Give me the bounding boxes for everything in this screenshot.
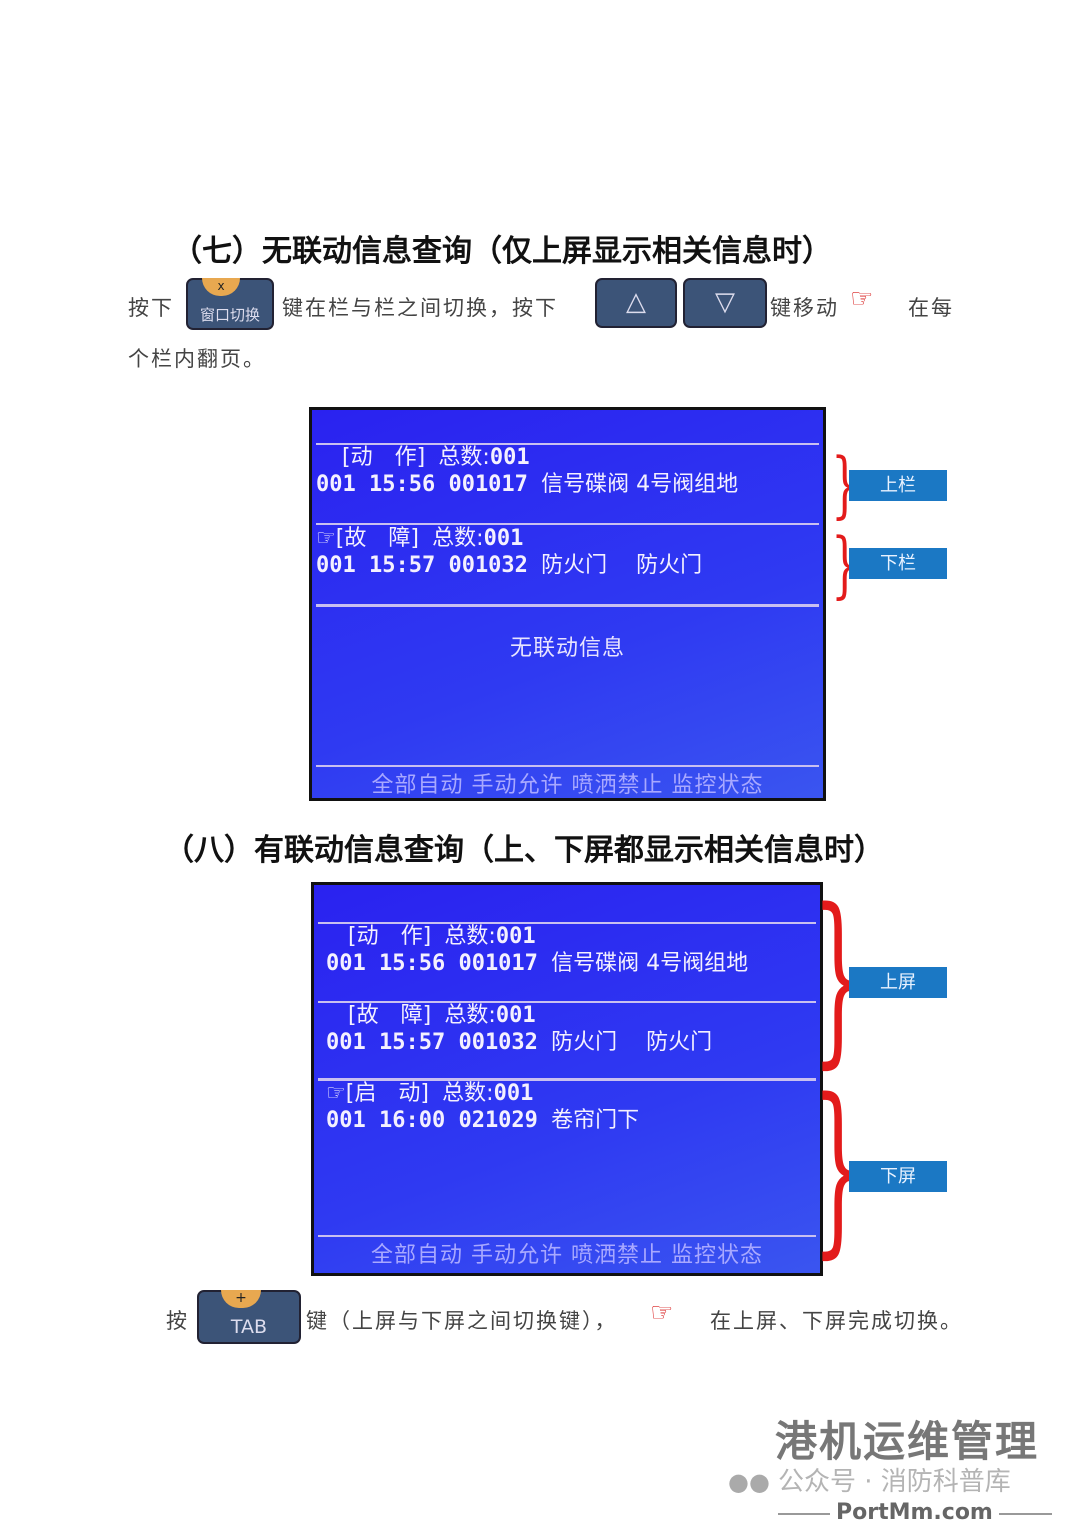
event-header-action: [动 作] 总数:001 [342,445,530,470]
section8-title: （八）有联动信息查询（上、下屏都显示相关信息时） [164,833,884,868]
no-linkage-message: 无联动信息 [509,636,625,661]
event-header-action: [动 作] 总数:001 [348,924,536,949]
cursor-hand-icon: ☞ [326,1081,346,1106]
event-row-start: 001 16:00 021029 卷帘门下 [326,1108,640,1133]
lcd-screen-2: [动 作] 总数:001 001 15:56 001017 信号碟阀 4号阀组地… [311,882,823,1276]
instruction-text: 在每 [908,296,954,320]
cursor-hand-icon: ☞ [316,526,336,551]
instruction-text: 个栏内翻页。 [128,347,266,371]
event-row-action: 001 15:56 001017 信号碟阀 4号阀组地 [326,951,749,976]
key-label: TAB [230,1316,268,1338]
instruction-text: 按 [166,1309,189,1333]
section7-title: （七）无联动信息查询（仅上屏显示相关信息时） [172,234,832,269]
watermark-brand: 港机运维管理 [775,1417,1040,1466]
event-header-start: ☞[启 动] 总数:001 [326,1081,534,1106]
instruction-text: 键（上屏与下屏之间切换键）， [306,1309,618,1333]
event-header-fault: ☞[故 障] 总数:001 [316,526,524,551]
close-x-icon: x [202,278,240,296]
up-triangle-icon: △ [595,278,677,328]
label-lower-bar: 下栏 [849,548,947,579]
event-header-fault: [故 障] 总数:001 [348,1003,536,1028]
tab-key: + TAB [197,1290,301,1344]
event-row-fault: 001 15:57 001032 防火门 防火门 [326,1030,713,1055]
label-upper-bar: 上栏 [849,470,947,501]
instruction-text: 键在栏与栏之间切换，按下 [282,296,558,320]
event-row-fault: 001 15:57 001032 防火门 防火门 [316,553,703,578]
instruction-text: 键移动 [770,296,839,320]
wechat-icon: ●● [728,1468,770,1496]
label-upper-screen: 上屏 [849,967,947,998]
down-triangle-icon: ▽ [683,278,767,328]
instruction-text: 按下 [128,296,174,320]
status-menu: 全部自动 手动允许 喷洒禁止 监控状态 [371,773,764,798]
watermark-account: 公众号 · 消防科普库 [778,1467,1011,1497]
window-switch-key: x 窗口切换 [186,278,274,330]
key-label: 窗口切换 [199,306,260,324]
instruction-text: 在上屏、下屏完成切换。 [710,1309,963,1333]
status-menu: 全部自动 手动允许 喷洒禁止 监控状态 [371,1243,763,1268]
plus-icon: + [221,1290,261,1308]
watermark-site: PortMm.com [830,1500,999,1526]
lcd-screen-1: [动 作] 总数:001 001 15:56 001017 信号碟阀 4号阀组地… [309,407,826,801]
pointing-hand-icon: ☞ [650,1298,674,1328]
label-lower-screen: 下屏 [849,1161,947,1192]
pointing-hand-icon: ☞ [850,284,874,314]
event-row-action: 001 15:56 001017 信号碟阀 4号阀组地 [316,472,739,497]
